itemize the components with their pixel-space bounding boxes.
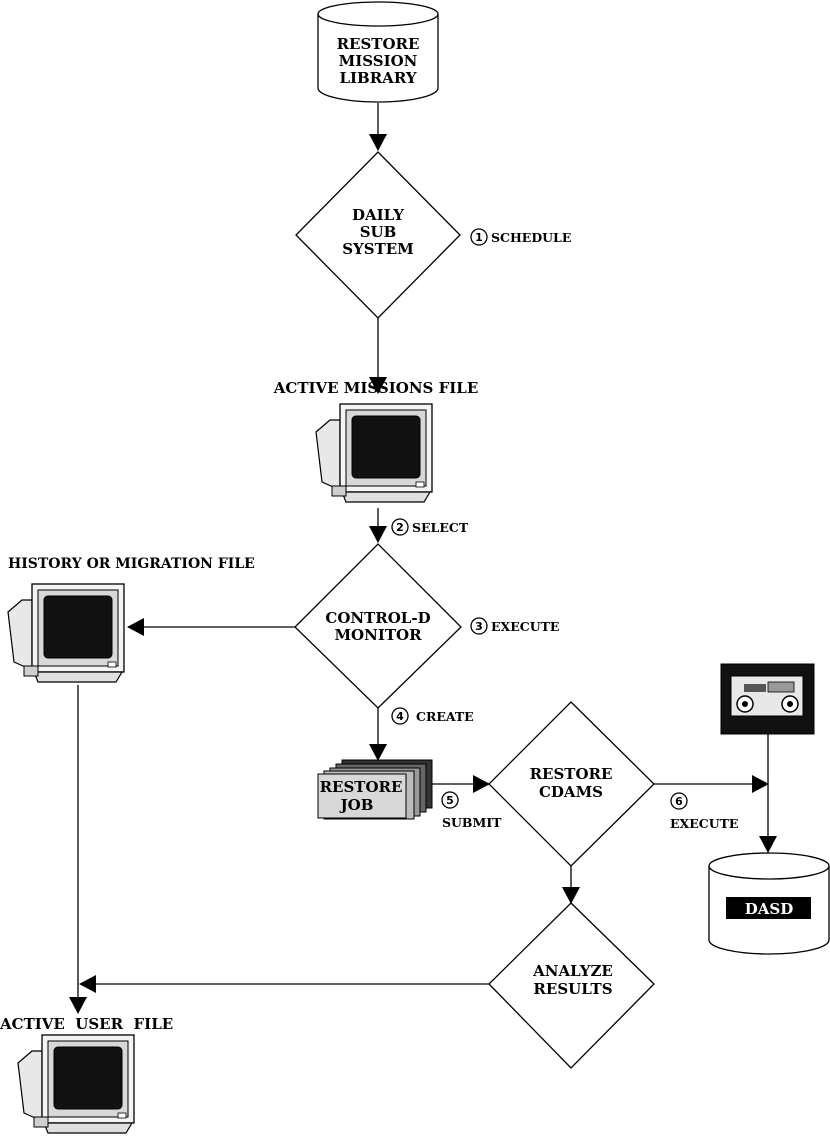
restore-cdams-line1: RESTORE — [530, 765, 613, 783]
analyze-results-node: ANALYZE RESULTS — [488, 902, 655, 1069]
crt-monitor-icon — [7, 583, 125, 683]
restore-cdams-node: RESTORE CDAMS — [488, 701, 655, 867]
daily-sub-system-node: DAILY SUB SYSTEM — [295, 151, 461, 319]
step-1-schedule: 1 SCHEDULE — [470, 228, 571, 246]
restore-job-line2: JOB — [339, 796, 374, 814]
step-5-submit: 5 SUBMIT — [441, 791, 502, 830]
dasd-node: DASD — [708, 852, 830, 955]
daily-sub-system-line3: SYSTEM — [342, 240, 414, 258]
active-user-file-label: ACTIVE USER FILE — [0, 1015, 173, 1033]
daily-sub-system-line1: DAILY — [352, 206, 404, 224]
svg-text:4: 4 — [396, 710, 404, 723]
restore-mission-library-node: RESTORE MISSION LIBRARY — [317, 1, 439, 103]
restore-mission-library-line1: RESTORE — [337, 35, 420, 53]
dasd-label: DASD — [745, 900, 794, 918]
job-deck-stack-icon — [317, 759, 433, 820]
analyze-results-line1: ANALYZE — [532, 962, 613, 980]
svg-text:CREATE: CREATE — [416, 709, 474, 724]
daily-sub-system-line2: SUB — [360, 223, 397, 241]
svg-text:EXECUTE: EXECUTE — [491, 619, 559, 634]
restore-mission-library-line2: MISSION — [339, 52, 418, 70]
step-3-execute: 3 EXECUTE — [470, 617, 559, 635]
restore-job-node: RESTORE JOB — [317, 759, 433, 820]
restore-job-line1: RESTORE — [320, 778, 403, 796]
history-migration-file-label: HISTORY OR MIGRATION FILE — [8, 556, 255, 572]
control-d-line2: MONITOR — [334, 626, 422, 644]
control-d-monitor-node: CONTROL-D MONITOR — [294, 543, 462, 709]
svg-text:3: 3 — [475, 620, 483, 633]
control-d-line1: CONTROL-D — [325, 609, 430, 627]
restore-cdams-line2: CDAMS — [539, 783, 603, 801]
svg-text:SCHEDULE: SCHEDULE — [491, 230, 571, 245]
step-2-select: 2 SELECT — [391, 518, 469, 536]
svg-text:2: 2 — [396, 521, 404, 534]
svg-text:EXECUTE: EXECUTE — [670, 816, 738, 831]
restore-mission-library-line3: LIBRARY — [339, 69, 416, 87]
database-cylinder-icon — [726, 897, 811, 919]
svg-text:1: 1 — [475, 231, 483, 244]
svg-text:6: 6 — [675, 795, 683, 808]
svg-text:5: 5 — [446, 794, 454, 807]
step-6-execute: 6 EXECUTE — [670, 792, 738, 831]
svg-text:SUBMIT: SUBMIT — [442, 815, 502, 830]
step-4-create: 4 CREATE — [391, 707, 474, 725]
crt-monitor-icon — [17, 1034, 135, 1134]
active-missions-file-label: ACTIVE MISSIONS FILE — [273, 379, 479, 397]
svg-text:SELECT: SELECT — [412, 520, 469, 535]
crt-monitor-icon — [315, 403, 433, 503]
analyze-results-line2: RESULTS — [533, 980, 612, 998]
tape-cartridge-icon — [720, 663, 815, 735]
